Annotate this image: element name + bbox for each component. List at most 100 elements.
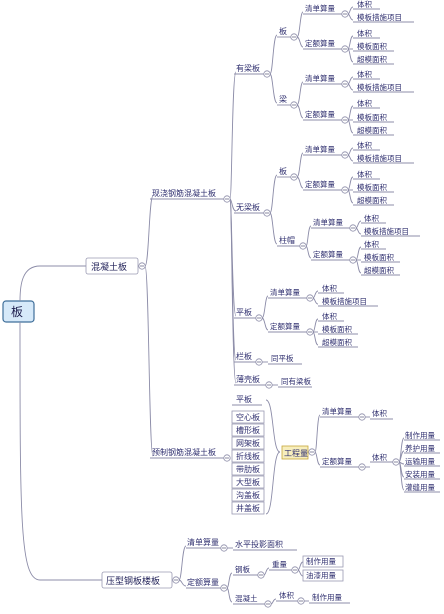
- steel-item: 油漆用量: [306, 570, 336, 580]
- precast-type: 井盖板: [236, 503, 260, 513]
- quota-item: 灌缝用量: [405, 482, 435, 492]
- formwork-area-label: 模板面积: [357, 182, 387, 192]
- precast-label: 预制钢筋混凝土板: [152, 447, 216, 457]
- beam-slab-slab-label: 板: [279, 26, 287, 36]
- precast-type-list: 平板 空心板 槽形板 网架板 折线板 带肋板 大型板 沟盖板 井盖板: [231, 394, 265, 515]
- precast-type: 网架板: [236, 438, 260, 448]
- thin-shell-slab-label: 薄壳板: [236, 374, 260, 384]
- steel-plate-label: 钢板: [235, 564, 250, 574]
- toggle-flat-slab[interactable]: [255, 314, 263, 322]
- formwork-measure-label: 模板措施项目: [357, 153, 402, 163]
- volume-label: 体积: [357, 28, 372, 38]
- precast-type: 平板: [236, 394, 252, 404]
- list-quantity-label: 清单算量: [270, 287, 300, 297]
- toggle-beam-slab[interactable]: [263, 70, 271, 78]
- weight-label: 重量: [272, 560, 287, 569]
- toggle-beamless-slab-slab[interactable]: [290, 173, 298, 181]
- list-quantity-label: 清单算量: [187, 537, 219, 547]
- toggle-list-quantity[interactable]: [341, 151, 349, 159]
- toggle-lightweight-slab[interactable]: [255, 358, 263, 366]
- toggle-profiled-steel-slab[interactable]: [172, 576, 180, 584]
- quota-quantity-label: 定额算量: [270, 321, 300, 331]
- formwork-area-label: 模板面积: [322, 324, 352, 334]
- volume-label: 体积: [372, 452, 387, 462]
- root-node[interactable]: 板: [2, 300, 35, 323]
- volume-label: 体积: [372, 408, 387, 418]
- volume-label: 体积: [357, 98, 372, 108]
- quota-quantity-label: 定额算量: [322, 456, 352, 466]
- precast-type: 空心板: [236, 412, 260, 422]
- super-high-area-label: 超模面积: [357, 54, 387, 64]
- toggle-quota-quantity[interactable]: [306, 328, 314, 336]
- list-quantity-label: 清单算量: [305, 73, 335, 83]
- formwork-area-label: 模板面积: [357, 112, 387, 122]
- toggle-quota-quantity[interactable]: [341, 186, 349, 194]
- horizontal-projection-label: 水平投影面积: [235, 539, 283, 549]
- toggle-beam[interactable]: [290, 101, 298, 109]
- quota-quantity-label: 定额算量: [305, 38, 335, 48]
- toggle-quota-quantity[interactable]: [220, 584, 228, 592]
- flat-slab-label: 平板: [236, 307, 252, 317]
- toggle-list-quantity[interactable]: [358, 413, 366, 421]
- toggle-list-quantity[interactable]: [349, 224, 357, 232]
- concrete-slab-node[interactable]: 混凝土板: [85, 257, 139, 275]
- toggle-quota-quantity[interactable]: [358, 463, 366, 471]
- toggle-work-quantity[interactable]: [308, 448, 316, 456]
- precast-type: 沟盖板: [236, 490, 260, 500]
- toggle-list-quantity[interactable]: [220, 544, 228, 552]
- toggle-precast[interactable]: [223, 454, 231, 462]
- quota-quantity-label: 定额算量: [305, 109, 335, 119]
- volume-label: 体积: [364, 213, 379, 223]
- quota-item: 运输用量: [405, 456, 435, 466]
- quota-item: 制作用量: [405, 430, 435, 440]
- toggle-beamless-slab[interactable]: [263, 209, 271, 217]
- cast-in-situ-label: 现浇钢筋混凝土板: [152, 188, 216, 198]
- work-quantity-label: 工程量: [284, 449, 308, 458]
- volume-label: 体积: [322, 283, 337, 293]
- volume-label: 体积: [322, 311, 337, 321]
- toggle-concrete-slab[interactable]: [138, 262, 146, 270]
- toggle-concrete[interactable]: [264, 600, 272, 608]
- volume-label: 体积: [364, 239, 379, 249]
- root-label: 板: [11, 305, 23, 319]
- toggle-list-quantity[interactable]: [341, 80, 349, 88]
- profiled-steel-slab-node[interactable]: 压型钢板楼板: [101, 571, 173, 589]
- beamless-slab-label: 无梁板: [236, 202, 260, 212]
- toggle-beam-slab-slab[interactable]: [290, 33, 298, 41]
- formwork-area-label: 模板面积: [357, 41, 387, 51]
- quota-item: 安装用量: [405, 469, 435, 479]
- profiled-steel-slab-label: 压型钢板楼板: [106, 575, 160, 587]
- toggle-thin-shell-slab[interactable]: [265, 381, 273, 389]
- formwork-measure-label: 模板措施项目: [357, 12, 402, 22]
- toggle-quota-quantity[interactable]: [349, 256, 357, 264]
- list-quantity-label: 清单算量: [322, 406, 352, 416]
- work-quantity-node[interactable]: 工程量: [281, 445, 309, 460]
- toggle-list-quantity[interactable]: [306, 294, 314, 302]
- super-high-area-label: 超模面积: [322, 337, 352, 347]
- toggle-cast-in-situ[interactable]: [223, 195, 231, 203]
- toggle-quota-quantity[interactable]: [341, 45, 349, 53]
- concrete-slab-label: 混凝土板: [91, 261, 127, 273]
- list-quantity-label: 清单算量: [313, 217, 343, 227]
- volume-label: 体积: [357, 169, 372, 179]
- toggle-precast-volume[interactable]: [392, 458, 400, 466]
- beam-slab-label: 有梁板: [236, 63, 260, 73]
- precast-type: 带肋板: [236, 464, 260, 474]
- type-brace: [265, 399, 281, 515]
- toggle-weight[interactable]: [291, 566, 299, 574]
- toggle-steel-plate[interactable]: [257, 571, 265, 579]
- quota-item: 养护用量: [405, 443, 435, 453]
- precast-type: 槽形板: [236, 425, 260, 435]
- toggle-column-cap[interactable]: [299, 242, 307, 250]
- beamless-slab-slab-label: 板: [279, 166, 287, 176]
- toggle-volume[interactable]: [297, 597, 305, 605]
- toggle-list-quantity[interactable]: [341, 10, 349, 18]
- toggle-quota-quantity[interactable]: [341, 116, 349, 124]
- volume-label: 体积: [357, 69, 372, 79]
- steel-item: 制作用量: [306, 556, 336, 566]
- concrete-label: 混凝土: [235, 593, 258, 603]
- beam-label: 梁: [279, 95, 287, 104]
- formwork-measure-label: 模板措施项目: [357, 82, 402, 92]
- super-high-area-label: 超模面积: [357, 195, 387, 205]
